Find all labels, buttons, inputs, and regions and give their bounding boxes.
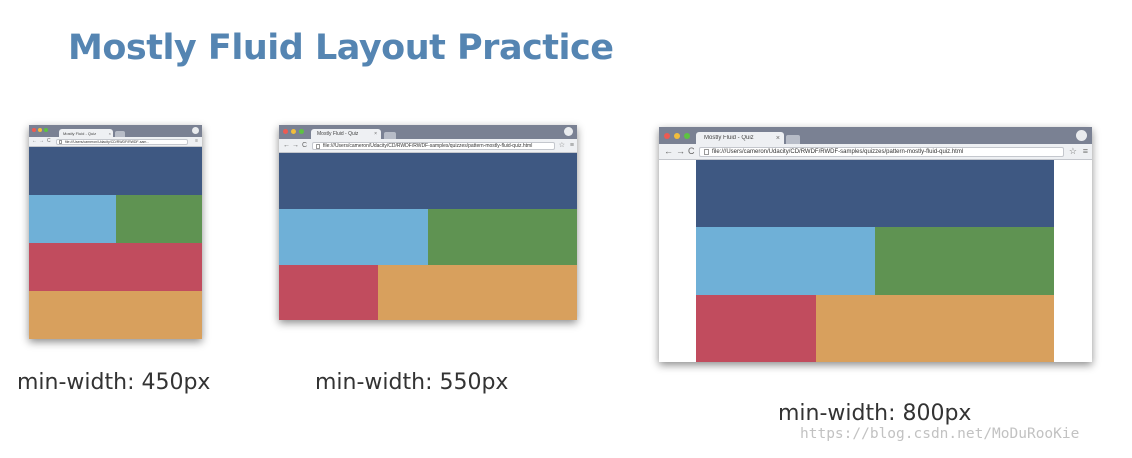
page-icon bbox=[316, 143, 320, 149]
new-tab-button[interactable] bbox=[115, 131, 125, 137]
caption-550: min-width: 550px bbox=[315, 370, 509, 395]
browser-tab-title: Mostly Fluid - Quiz bbox=[704, 135, 754, 141]
tab-bar: Mostly Fluid - Quiz × bbox=[659, 127, 1092, 144]
minimize-window-icon[interactable] bbox=[674, 133, 680, 139]
tab-close-icon[interactable]: × bbox=[108, 130, 111, 136]
header-block bbox=[696, 160, 1054, 227]
page-viewport bbox=[659, 160, 1092, 362]
reload-icon[interactable]: C bbox=[47, 138, 51, 144]
tab-close-icon[interactable]: × bbox=[374, 131, 377, 137]
minimize-window-icon[interactable] bbox=[38, 128, 42, 132]
browser-tab-title: Mostly Fluid - Quiz bbox=[63, 130, 97, 136]
minimize-window-icon[interactable] bbox=[291, 129, 296, 134]
maximize-window-icon[interactable] bbox=[299, 129, 304, 134]
forward-arrow-icon[interactable]: → bbox=[676, 146, 685, 156]
red-block bbox=[279, 265, 378, 320]
maximize-window-icon[interactable] bbox=[44, 128, 48, 132]
window-controls bbox=[664, 133, 690, 139]
browser-tab-title: Mostly Fluid - Quiz bbox=[317, 131, 359, 137]
menu-icon[interactable]: ≡ bbox=[1082, 146, 1088, 156]
url-text: file:///Users/cameron/Udacity/CD/RWDF/RW… bbox=[65, 140, 150, 144]
browser-tab[interactable]: Mostly Fluid - Quiz × bbox=[311, 129, 381, 139]
profile-icon[interactable] bbox=[192, 127, 199, 134]
address-bar[interactable]: file:///Users/cameron/Udacity/CD/RWDF/RW… bbox=[312, 142, 555, 150]
back-arrow-icon[interactable]: ← bbox=[664, 146, 673, 156]
maximize-window-icon[interactable] bbox=[684, 133, 690, 139]
new-tab-button[interactable] bbox=[384, 132, 396, 139]
forward-arrow-icon[interactable]: → bbox=[39, 138, 44, 144]
browser-toolbar: ← → C file:///Users/cameron/Udacity/CD/R… bbox=[659, 144, 1092, 160]
close-window-icon[interactable] bbox=[283, 129, 288, 134]
browser-tab[interactable]: Mostly Fluid - Quiz × bbox=[59, 129, 113, 137]
browser-window-450: Mostly Fluid - Quiz × ← → C file:///User… bbox=[29, 125, 202, 339]
reload-icon[interactable]: C bbox=[688, 146, 695, 156]
caption-450: min-width: 450px bbox=[17, 370, 211, 395]
browser-window-550: Mostly Fluid - Quiz × ← → C file:///User… bbox=[279, 125, 577, 320]
bookmark-star-icon[interactable]: ☆ bbox=[1068, 146, 1077, 156]
browser-toolbar: ← → C file:///Users/cameron/Udacity/CD/R… bbox=[279, 139, 577, 153]
green-block bbox=[875, 227, 1054, 295]
profile-icon[interactable] bbox=[564, 127, 573, 136]
light-blue-block bbox=[696, 227, 875, 295]
tab-close-icon[interactable]: × bbox=[775, 134, 780, 142]
reload-icon[interactable]: C bbox=[302, 142, 308, 149]
bookmark-star-icon[interactable]: ☆ bbox=[558, 142, 565, 149]
back-arrow-icon[interactable]: ← bbox=[283, 142, 290, 149]
green-block bbox=[116, 195, 202, 243]
light-blue-block bbox=[279, 209, 428, 265]
page-icon bbox=[59, 140, 62, 144]
red-block bbox=[696, 295, 816, 362]
header-block bbox=[279, 153, 577, 209]
caption-800: min-width: 800px bbox=[778, 401, 972, 426]
orange-block bbox=[816, 295, 1054, 362]
green-block bbox=[428, 209, 577, 265]
profile-icon[interactable] bbox=[1076, 130, 1087, 141]
page-viewport bbox=[279, 153, 577, 320]
close-window-icon[interactable] bbox=[32, 128, 36, 132]
browser-toolbar: ← → C file:///Users/cameron/Udacity/CD/R… bbox=[29, 137, 202, 147]
url-text: file:///Users/cameron/Udacity/CD/RWDF/RW… bbox=[323, 143, 533, 149]
back-arrow-icon[interactable]: ← bbox=[32, 138, 37, 144]
browser-window-800: Mostly Fluid - Quiz × ← → C file:///User… bbox=[659, 127, 1092, 362]
menu-icon[interactable]: ≡ bbox=[195, 138, 198, 144]
orange-block bbox=[378, 265, 577, 320]
new-tab-button[interactable] bbox=[786, 135, 800, 144]
page-icon bbox=[704, 149, 709, 155]
menu-icon[interactable]: ≡ bbox=[569, 142, 574, 149]
page-viewport bbox=[29, 147, 202, 339]
tab-bar: Mostly Fluid - Quiz × bbox=[29, 125, 202, 137]
header-block bbox=[29, 147, 202, 195]
red-block bbox=[29, 243, 202, 291]
address-bar[interactable]: file:///Users/cameron/Udacity/CD/RWDF/RW… bbox=[699, 147, 1064, 157]
address-bar[interactable]: file:///Users/cameron/Udacity/CD/RWDF/RW… bbox=[56, 139, 188, 145]
close-window-icon[interactable] bbox=[664, 133, 670, 139]
window-controls bbox=[283, 129, 304, 134]
forward-arrow-icon[interactable]: → bbox=[292, 142, 299, 149]
browser-tab[interactable]: Mostly Fluid - Quiz × bbox=[696, 132, 784, 144]
watermark: https://blog.csdn.net/MoDuRooKie bbox=[800, 426, 1080, 442]
tab-bar: Mostly Fluid - Quiz × bbox=[279, 125, 577, 139]
url-text: file:///Users/cameron/Udacity/CD/RWDF/RW… bbox=[712, 149, 964, 155]
slide-title: Mostly Fluid Layout Practice bbox=[68, 28, 614, 68]
orange-block bbox=[29, 291, 202, 339]
light-blue-block bbox=[29, 195, 116, 243]
window-controls bbox=[32, 128, 48, 132]
